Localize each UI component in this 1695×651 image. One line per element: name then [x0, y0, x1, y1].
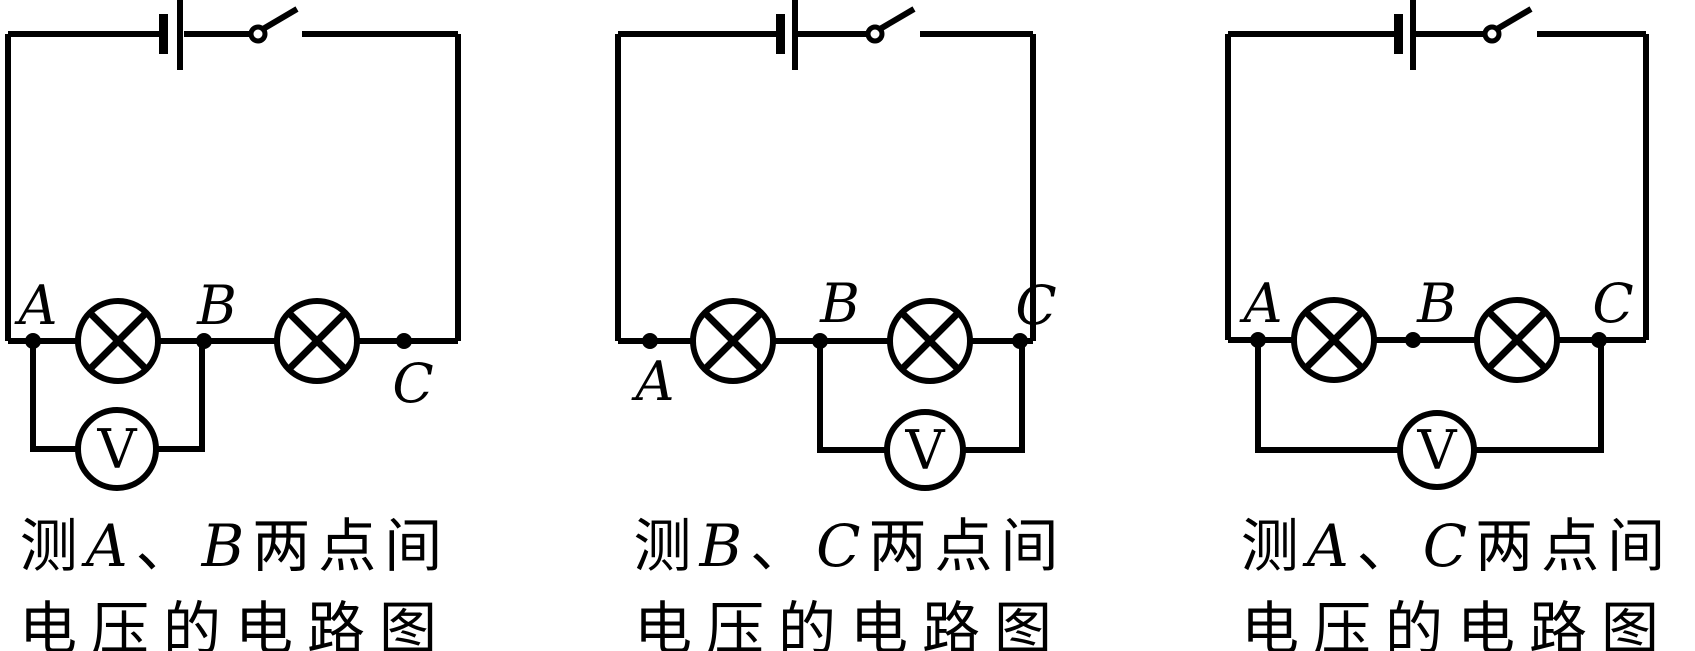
point-label-b: B: [819, 272, 860, 335]
point-label-b: B: [1416, 272, 1457, 335]
battery-icon: [1394, 0, 1416, 70]
lamp-icon: [887, 298, 973, 384]
voltmeter-icon: V: [884, 409, 966, 491]
switch-blade: [878, 6, 916, 32]
voltmeter-letter: V: [905, 419, 946, 482]
circuit-3-frame-wires: [1225, 31, 1649, 343]
point-label-a: A: [14, 274, 58, 337]
switch-blade: [1495, 6, 1533, 32]
point-label-c: C: [1015, 274, 1056, 337]
circuit-2-caption-line2: 电压的电路图: [634, 595, 1066, 651]
circuit-2-frame-wires: [615, 31, 1036, 344]
circuit-3-voltmeter-branch: [1255, 340, 1604, 453]
lamp-icon: [690, 298, 776, 384]
circuit-1-voltmeter-branch: [30, 341, 205, 452]
switch-pivot: [1482, 24, 1502, 44]
circuit-1-caption-line2: 电压的电路图: [19, 595, 451, 651]
circuit-2-voltmeter-branch: [817, 341, 1025, 453]
battery-short-plate: [776, 14, 785, 54]
circuit-3: V A B C 测A、C两点间 电压的电路图: [1225, 0, 1673, 651]
lamp-icon: [1474, 297, 1560, 383]
circuit-1-frame-wires: [5, 31, 461, 344]
circuit-3-caption-line2: 电压的电路图: [1241, 595, 1673, 651]
voltmeter-letter: V: [1417, 419, 1458, 482]
battery-icon: [776, 0, 798, 70]
switch-icon: [865, 6, 916, 44]
point-label-c: C: [1592, 272, 1633, 335]
battery-icon: [159, 0, 183, 70]
junction-dot-a: [1250, 332, 1266, 348]
battery-short-plate: [1394, 14, 1403, 54]
switch-icon: [1482, 6, 1533, 44]
voltmeter-letter: V: [97, 418, 138, 481]
voltmeter-icon: V: [75, 407, 159, 491]
junction-dot-b: [196, 333, 212, 349]
point-label-b: B: [196, 274, 237, 337]
junction-dot-c: [1012, 333, 1028, 349]
switch-pivot: [248, 24, 268, 44]
junction-dot-a: [642, 333, 658, 349]
junction-dot-b: [812, 333, 828, 349]
point-label-c: C: [392, 352, 433, 415]
switch-pivot: [865, 24, 885, 44]
junction-dot-a: [25, 333, 41, 349]
junction-dot-b: [1405, 332, 1421, 348]
battery-long-plate: [792, 0, 798, 70]
lamp-icon: [1291, 297, 1377, 383]
switch-icon: [248, 6, 299, 44]
junction-dot-c: [396, 333, 412, 349]
circuit-1: V A B C 测A、B两点间 电压的电路图: [5, 0, 461, 651]
battery-long-plate: [1410, 0, 1416, 70]
junction-dot-c: [1591, 332, 1607, 348]
circuit-1-caption-line1: 测A、B两点间: [20, 512, 451, 580]
switch-blade: [261, 6, 299, 32]
circuit-2-caption-line1: 测B、C两点间: [633, 512, 1066, 580]
voltmeter-icon: V: [1397, 410, 1477, 490]
lamp-icon: [274, 298, 360, 384]
battery-long-plate: [177, 0, 183, 70]
point-label-a: A: [631, 350, 675, 413]
battery-short-plate: [159, 14, 168, 54]
circuit-2: V A B C 测B、C两点间 电压的电路图: [615, 0, 1066, 651]
lamp-icon: [75, 298, 161, 384]
circuit-3-caption-line1: 测A、C两点间: [1241, 512, 1673, 580]
point-label-a: A: [1239, 272, 1283, 335]
